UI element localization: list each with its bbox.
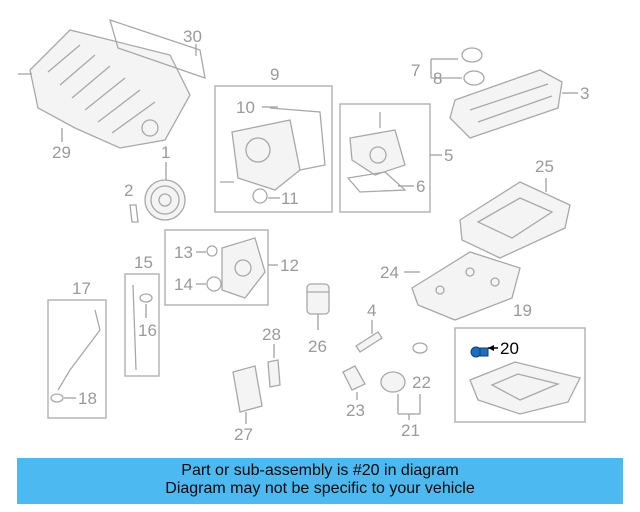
- oil-level-sensor: [342, 342, 428, 393]
- banner-line-part: Part or sub-assembly is #20 in diagram: [181, 462, 459, 479]
- lower-oil-pan: [469, 361, 581, 415]
- gasket: [355, 331, 383, 353]
- crank-pulley: [129, 179, 186, 223]
- callout-27: 27: [234, 425, 253, 444]
- callout-23: 23: [346, 401, 365, 420]
- group-box-12: [164, 229, 269, 306]
- banner-line-disclaimer: Diagram may not be specific to your vehi…: [165, 480, 475, 497]
- callout-18: 18: [78, 389, 97, 408]
- upper-oil-pan: [459, 181, 571, 259]
- callout-26: 26: [308, 337, 327, 356]
- callout-24: 24: [380, 263, 399, 282]
- timing-cover: [220, 107, 326, 204]
- callout-2: 2: [124, 181, 133, 200]
- callout-21: 21: [401, 421, 420, 440]
- callout-30: 30: [183, 27, 202, 46]
- callout-10: 10: [236, 98, 255, 117]
- callout-20: 20: [500, 339, 519, 358]
- callout-28: 28: [262, 325, 281, 344]
- callout-25: 25: [535, 157, 554, 176]
- valve-cover: [449, 47, 563, 139]
- sensor-parts: [232, 359, 281, 413]
- oil-pump: [346, 112, 407, 193]
- callout-9: 9: [270, 65, 279, 84]
- parts-diagram: 30 29 1 2 9 10 11 5 6 7 8 3 25 24 13 14 …: [18, 18, 589, 444]
- callout-11: 11: [281, 189, 299, 208]
- callout-3: 3: [580, 84, 589, 103]
- callout-19: 19: [513, 301, 532, 320]
- callout-29: 29: [52, 143, 71, 162]
- dipstick-tube: [50, 309, 101, 403]
- group-box-5: [339, 103, 431, 213]
- callout-15: 15: [134, 253, 153, 272]
- group-box-9: [214, 85, 333, 213]
- callout-1: 1: [161, 143, 170, 162]
- callout-8: 8: [433, 69, 442, 88]
- group-box-17: [47, 299, 107, 419]
- callout-16: 16: [138, 321, 157, 340]
- front-cover-seals: [206, 237, 266, 299]
- group-box-19: [454, 327, 586, 423]
- callout-17: 17: [72, 279, 91, 298]
- oil-pan-plate: [411, 251, 521, 321]
- callout-13: 13: [174, 243, 193, 262]
- info-banner: Part or sub-assembly is #20 in diagram D…: [17, 458, 623, 504]
- callout-4: 4: [367, 301, 376, 320]
- callout-5: 5: [444, 146, 453, 165]
- callout-22: 22: [412, 373, 431, 392]
- group-box-15: [124, 273, 160, 377]
- intake-manifold: [18, 18, 206, 149]
- oil-filter: [306, 283, 330, 315]
- callout-14: 14: [174, 275, 193, 294]
- callout-7: 7: [411, 61, 420, 80]
- callout-12: 12: [280, 256, 299, 275]
- drain-plug: [470, 346, 489, 358]
- dipstick: [132, 284, 153, 371]
- callout-6: 6: [416, 177, 425, 196]
